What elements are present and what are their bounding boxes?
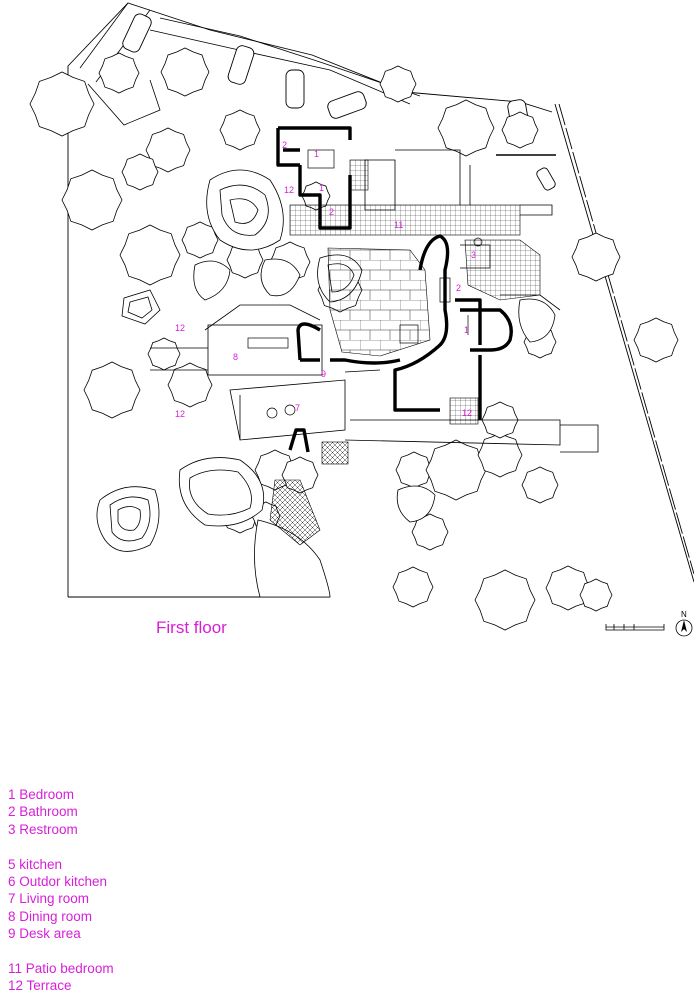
room-label-bedroom-north: 1 (314, 149, 319, 159)
room-label-bedroom-north-b: 1 (319, 183, 324, 193)
legend-item: 8 Dining room (8, 908, 93, 924)
tree-canopy (119, 224, 181, 286)
tree-canopy (437, 99, 495, 157)
tree-canopy (545, 565, 591, 611)
parked-cars (122, 13, 556, 191)
floor-title: First floor (156, 618, 227, 637)
tree-canopy (167, 362, 213, 408)
tree-canopy (501, 111, 539, 149)
room-label-terrace-southwest: 12 (175, 409, 185, 419)
furniture (247, 149, 483, 419)
room-label-bathroom-east: 2 (456, 283, 461, 293)
legend-item: 12 Terrace (8, 978, 72, 994)
room-label-patio-bedroom: 11 (394, 220, 403, 230)
room-label-bedroom-east: 1 (464, 325, 469, 335)
tree-canopy (633, 317, 679, 363)
legend-item: 11 Patio bedroom (8, 961, 114, 977)
legend-item: 6 Outdor kitchen (8, 874, 108, 890)
tree-canopy (98, 52, 140, 94)
tree-canopy (425, 439, 487, 501)
tree-canopy (219, 109, 261, 151)
tree-canopy (571, 232, 621, 282)
building-outline (150, 149, 599, 453)
room-label-terrace-west: 12 (175, 323, 185, 333)
tree-canopy (579, 578, 613, 612)
tree-canopy (147, 337, 181, 371)
trees (29, 47, 679, 631)
tree-canopy (521, 466, 559, 504)
legend-item: 9 Desk area (8, 926, 81, 942)
tree-canopy (61, 169, 123, 231)
legend-item: 7 Living room (8, 891, 90, 907)
north-arrow: N (675, 610, 693, 637)
paved-areas (269, 159, 541, 546)
north-label: N (681, 610, 687, 619)
room-label-bathroom-north: 2 (282, 140, 287, 150)
legend-item: 5 kitchen (8, 856, 63, 872)
tree-canopy (160, 47, 210, 97)
legend-item: 3 Restroom (8, 821, 78, 837)
tree-canopy (83, 361, 141, 419)
tree-canopy (181, 221, 219, 259)
room-label-bathroom-north-b: 2 (329, 207, 334, 217)
room-legend: 1 Bedroom 2 Bathroom 3 Restroom 5 kitche… (8, 786, 114, 995)
room-label-terrace-southeast: 12 (462, 408, 472, 418)
room-label-living-room: 7 (295, 403, 300, 413)
room-label-restroom-east: 3 (471, 250, 476, 260)
tree-canopy (411, 513, 449, 551)
tree-canopy (392, 566, 434, 608)
legend-item: 1 Bedroom (8, 787, 75, 802)
tree-canopy (477, 432, 523, 478)
tree-canopy (395, 451, 433, 489)
room-label-terrace-north: 12 (284, 185, 294, 195)
tree-canopy (145, 127, 191, 173)
tree-canopy (379, 65, 417, 103)
tree-canopy (474, 569, 536, 631)
scale-bar (605, 624, 665, 631)
tree-canopy (29, 71, 95, 137)
room-label-dining-room: 8 (233, 352, 238, 362)
tree-canopy (121, 153, 159, 191)
legend-item: 2 Bathroom (8, 804, 78, 820)
building-walls (276, 126, 513, 453)
room-labels: 1 1 2 2 12 11 3 2 1 12 8 9 12 7 12 (175, 140, 476, 419)
room-label-desk-area: 9 (321, 369, 326, 379)
site-plan: 1 1 2 2 12 11 3 2 1 12 8 9 12 7 12 N (29, 2, 694, 637)
